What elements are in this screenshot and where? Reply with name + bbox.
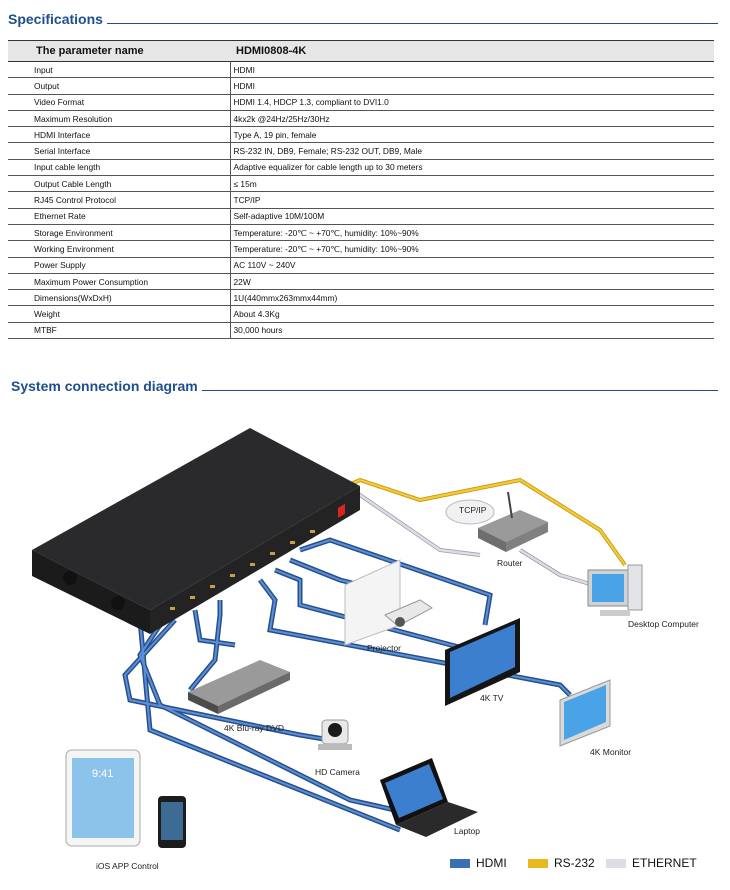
system-diagram-heading: System connection diagram <box>11 378 718 394</box>
projector-device <box>344 559 433 646</box>
parameter-value-cell: RS-232 IN, DB9, Female; RS-232 OUT, DB9,… <box>229 142 714 160</box>
ios-app-label: iOS APP Control <box>96 861 159 871</box>
legend-ethernet: ETHERNET <box>606 856 697 870</box>
system-diagram-title: System connection diagram <box>11 378 198 394</box>
parameter-value-cell: 22W <box>229 273 714 291</box>
legend-label-hdmi: HDMI <box>476 856 507 870</box>
parameter-value-cell: Self-adaptive 10M/100M <box>229 208 714 225</box>
header-parameter-name: The parameter name <box>8 40 230 62</box>
fan-vent <box>63 571 77 585</box>
parameter-name-cell: MTBF <box>8 322 230 340</box>
camera-label: HD Camera <box>315 767 360 777</box>
ipad-clock: 9:41 <box>92 768 114 780</box>
parameter-value-cell: HDMI 1.4, HDCP 1.3, compliant to DVI1.0 <box>229 94 714 111</box>
laptop-label: Laptop <box>454 826 480 836</box>
legend-swatch-rs232 <box>528 858 548 868</box>
parameter-value-cell: HDMI <box>229 61 714 79</box>
monitor-device <box>559 679 611 747</box>
legend-swatch-ethernet <box>606 858 626 868</box>
tcpip-label: TCP/IP <box>459 505 487 515</box>
parameter-name-cell: Input <box>8 61 230 79</box>
parameter-name-cell: Maximum Power Consumption <box>8 273 230 291</box>
table-header-row: The parameter name HDMI0808-4K <box>8 40 714 62</box>
fan-vent <box>111 596 125 610</box>
hdmi-cables-highlight <box>123 538 571 831</box>
parameter-value-cell: ≤ 15m <box>229 175 714 193</box>
table-row: Dimensions(WxDxH)1U(440mmx263mmx44mm) <box>8 289 714 307</box>
parameter-value-cell: TCP/IP <box>229 191 714 209</box>
parameter-value-cell: About 4.3Kg <box>229 305 714 323</box>
parameter-value-cell: Temperature: -20℃ ~ +70℃, humidity: 10%~… <box>229 240 714 258</box>
parameter-name-cell: Dimensions(WxDxH) <box>8 289 230 307</box>
parameter-value-cell: Temperature: -20℃ ~ +70℃, humidity: 10%~… <box>229 224 714 242</box>
projector-label: Projector <box>367 643 402 653</box>
parameter-name-cell: HDMI Interface <box>8 126 230 144</box>
parameter-value-cell: 1U(440mmx263mmx44mm) <box>229 289 714 307</box>
legend-label-ethernet: ETHERNET <box>632 856 697 870</box>
specifications-heading: Specifications <box>8 11 718 27</box>
connection-diagram-graphic <box>32 428 643 848</box>
parameter-value-cell: 4kx2k @24Hz/25Hz/30Hz <box>229 110 714 128</box>
matrix-switcher <box>32 428 360 634</box>
parameter-name-cell: Video Format <box>8 94 230 111</box>
power-switch <box>338 503 345 518</box>
tv-label: 4K TV <box>480 693 504 703</box>
legend-rs232: RS-232 <box>528 856 595 870</box>
bluray-device <box>188 660 290 714</box>
legend-swatch-hdmi <box>450 858 470 868</box>
specifications-title: Specifications <box>8 11 103 27</box>
parameter-name-cell: Ethernet Rate <box>8 208 230 225</box>
parameter-name-cell: RJ45 Control Protocol <box>8 191 230 209</box>
router-device <box>445 491 548 552</box>
router-label: Router <box>497 558 523 568</box>
parameter-name-cell: Working Environment <box>8 240 230 258</box>
tv-device <box>445 618 520 706</box>
parameter-value-cell: 30,000 hours <box>229 322 714 340</box>
antenna-icon <box>507 491 513 519</box>
monitor-label: 4K Monitor <box>590 747 632 757</box>
header-model: HDMI0808-4K <box>230 40 714 62</box>
laptop-device <box>380 758 478 837</box>
desktop-computer-label: Desktop Computer <box>628 619 699 629</box>
parameter-name-cell: Storage Environment <box>8 224 230 242</box>
parameter-name-cell: Weight <box>8 305 230 323</box>
bluray-label: 4K Blu-ray DVD <box>224 723 284 733</box>
cloud-icon <box>445 499 495 525</box>
parameter-value-cell: HDMI <box>229 77 714 95</box>
legend-hdmi: HDMI <box>450 856 507 870</box>
camera-device <box>318 719 352 750</box>
parameter-name-cell: Power Supply <box>8 257 230 274</box>
parameter-name-cell: Output <box>8 77 230 95</box>
heading-rule <box>106 23 718 24</box>
connection-diagram: TCP/IP Router Desktop Computer Projector… <box>0 400 730 890</box>
parameter-name-cell: Maximum Resolution <box>8 110 230 128</box>
parameter-value-cell: Type A, 19 pin, female <box>229 126 714 144</box>
parameter-value-cell: AC 110V ~ 240V <box>229 257 714 274</box>
ios-devices <box>65 749 186 848</box>
parameter-value-cell: Adaptive equalizer for cable length up t… <box>229 159 714 177</box>
parameter-name-cell: Output Cable Length <box>8 175 230 193</box>
table-row: Output Cable Length≤ 15m <box>8 175 714 193</box>
parameter-name-cell: Input cable length <box>8 159 230 177</box>
desktop-computer-device <box>587 564 643 616</box>
legend-label-rs232: RS-232 <box>554 856 595 870</box>
heading-rule <box>201 390 718 391</box>
parameter-name-cell: Serial Interface <box>8 142 230 160</box>
